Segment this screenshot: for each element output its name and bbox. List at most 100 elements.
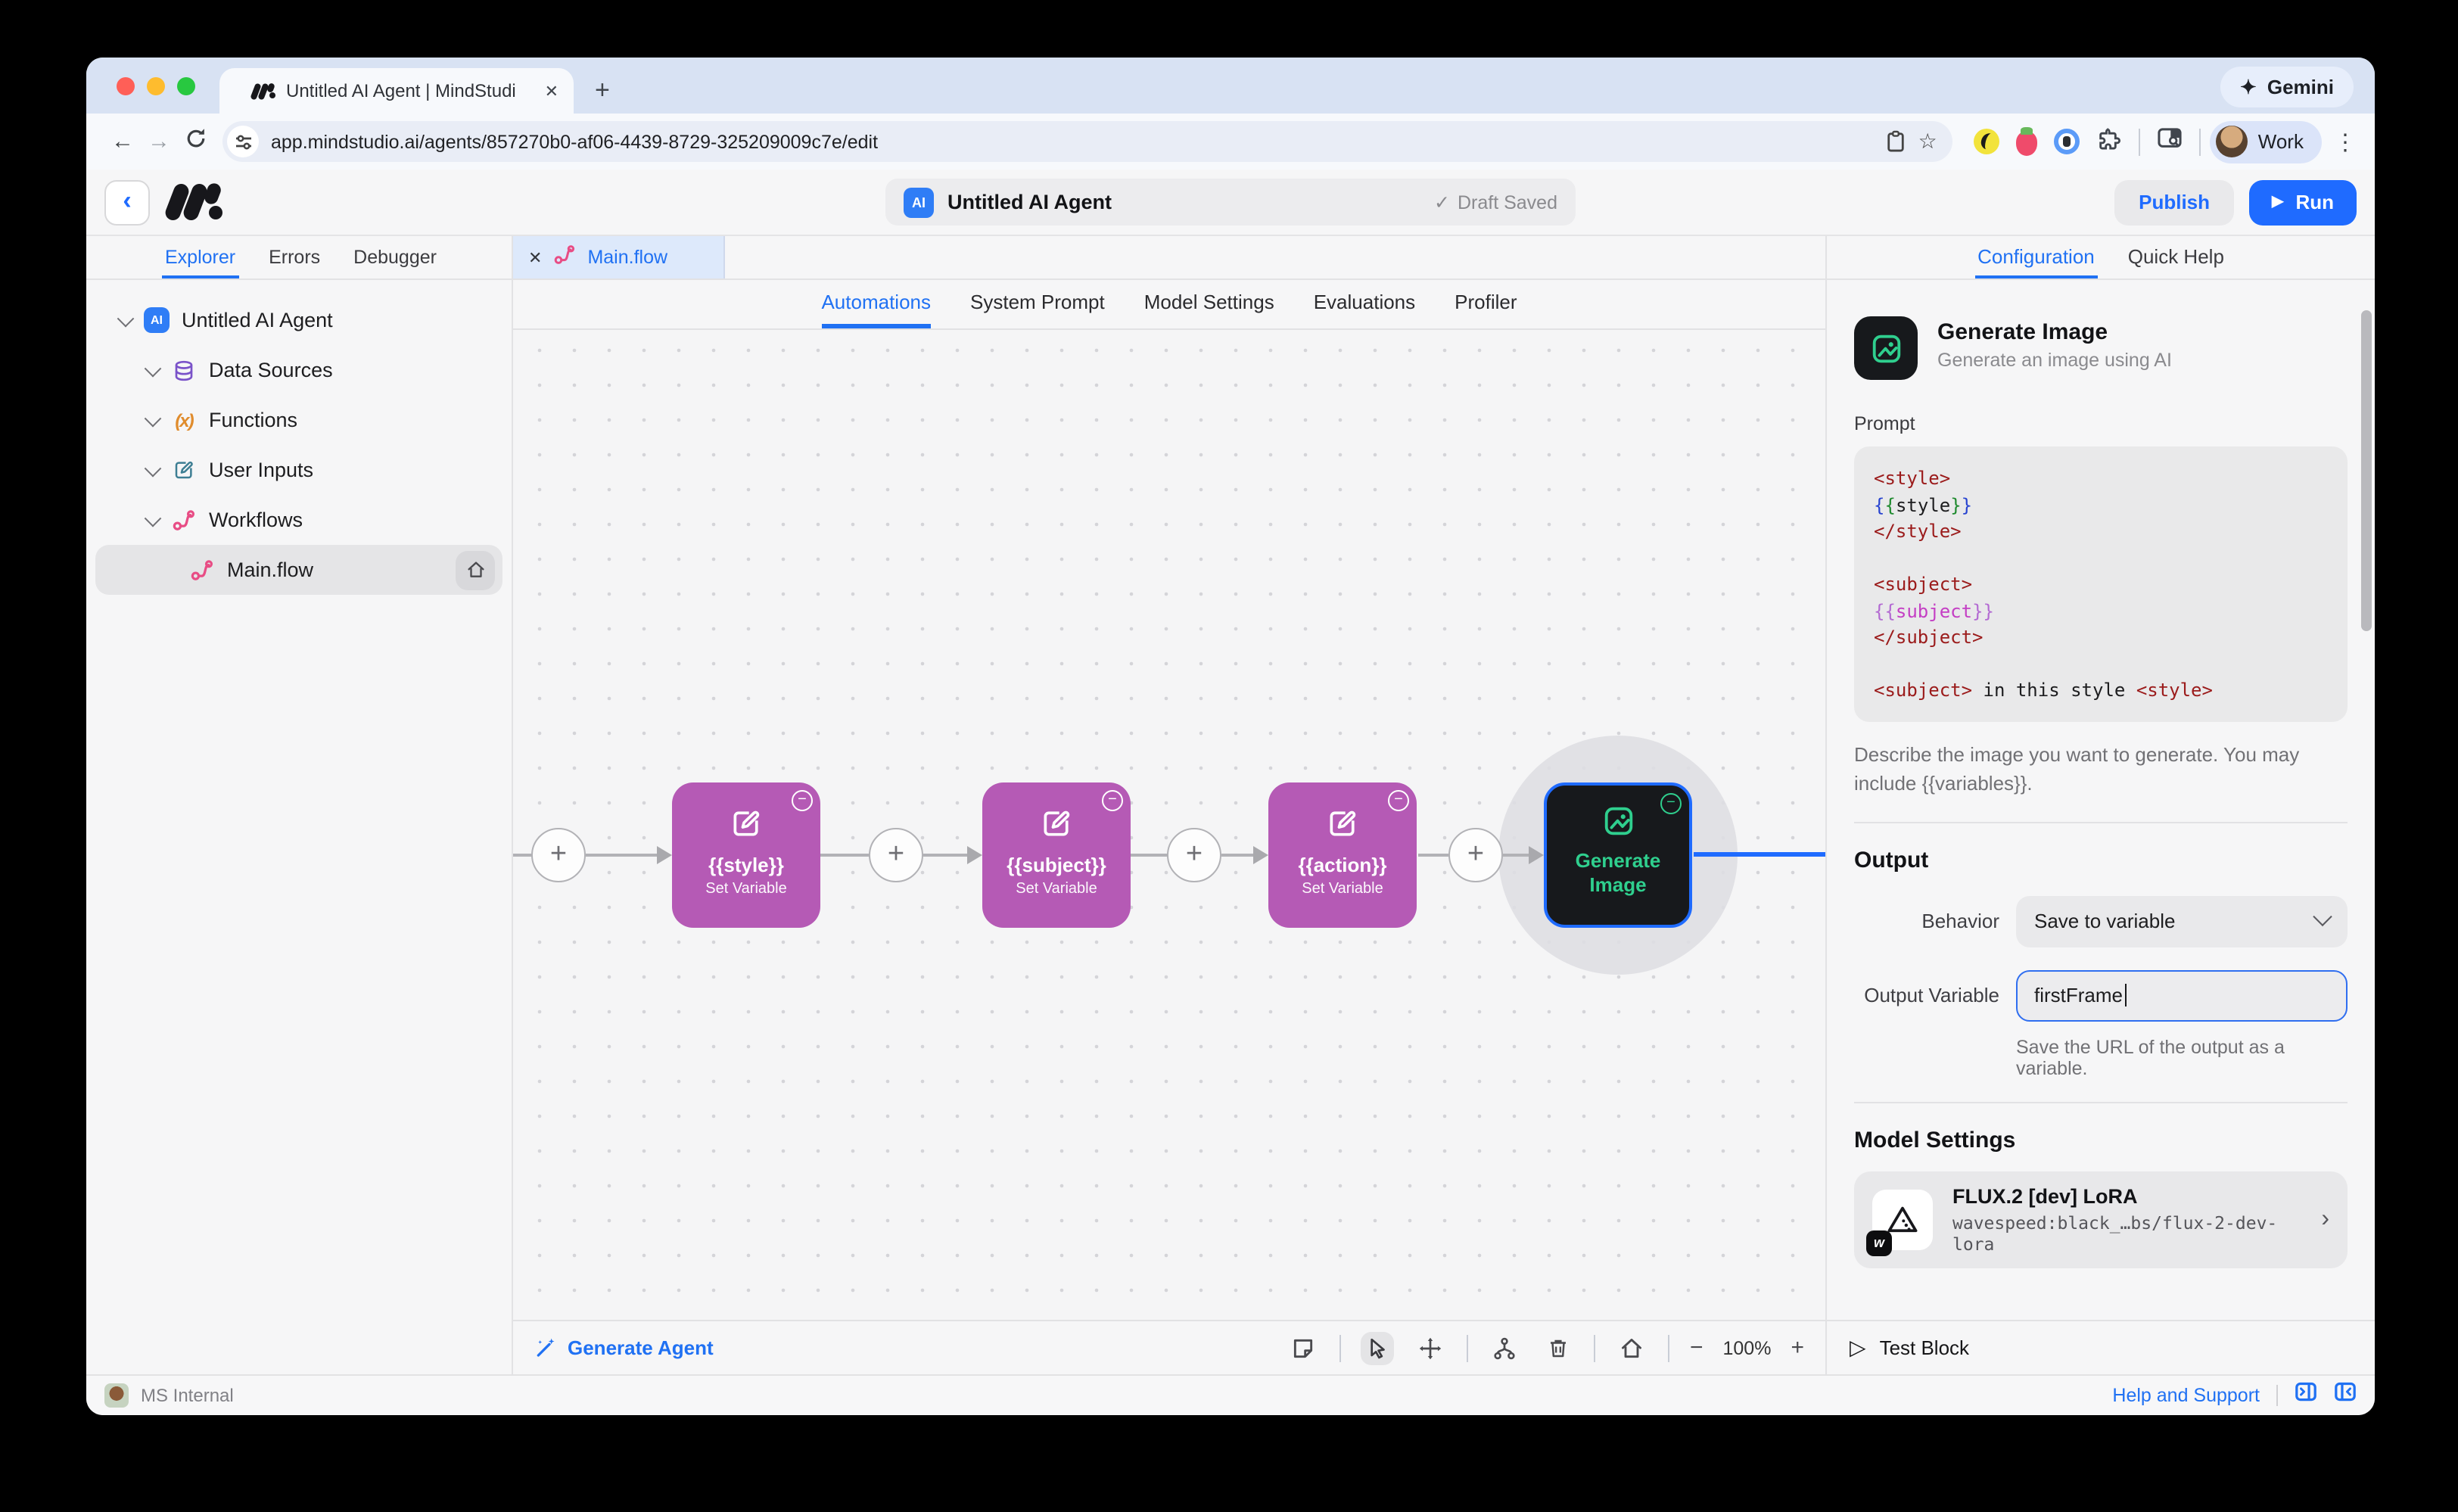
node-set-variable-style[interactable]: − {{style}} Set Variable: [672, 782, 820, 928]
code-token: }: [1950, 494, 1962, 515]
collapse-node-icon[interactable]: −: [1660, 793, 1682, 814]
url-text[interactable]: app.mindstudio.ai/agents/857270b0-af06-4…: [271, 131, 879, 152]
publish-button[interactable]: Publish: [2114, 179, 2235, 225]
chevron-left-icon: ‹: [123, 185, 132, 214]
close-flow-tab-icon[interactable]: ✕: [528, 249, 543, 267]
mindstudio-logo[interactable]: [163, 180, 226, 222]
collapse-node-icon[interactable]: −: [1388, 790, 1409, 811]
branch-tool-icon[interactable]: [1489, 1331, 1522, 1364]
clipboard-icon[interactable]: [1887, 130, 1906, 153]
browser-tab[interactable]: Untitled AI Agent | MindStudi ✕: [219, 68, 574, 114]
zoom-out-button[interactable]: −: [1689, 1335, 1703, 1361]
add-step-button[interactable]: +: [869, 828, 923, 882]
code-token: }: [1961, 494, 1973, 515]
chevron-down-icon[interactable]: [117, 309, 135, 327]
tab-close-icon[interactable]: ✕: [544, 82, 558, 101]
flow-canvas[interactable]: + + + + − {{style}} Set Variable − {{su: [513, 330, 1825, 1320]
reload-icon[interactable]: [177, 127, 213, 156]
help-and-support-link[interactable]: Help and Support: [2112, 1385, 2260, 1406]
maximize-window-button[interactable]: [177, 77, 195, 95]
run-button[interactable]: ▶ Run: [2249, 179, 2357, 225]
tree-item-label: Workflows: [209, 509, 303, 531]
tab-system-prompt[interactable]: System Prompt: [970, 291, 1105, 313]
flow-tab-main[interactable]: ✕ Main.flow: [513, 236, 725, 278]
tab-errors[interactable]: Errors: [269, 246, 321, 267]
address-bar[interactable]: app.mindstudio.ai/agents/857270b0-af06-4…: [222, 121, 1952, 162]
collapse-node-icon[interactable]: −: [1102, 790, 1123, 811]
new-tab-button[interactable]: +: [595, 76, 610, 104]
close-window-button[interactable]: [117, 77, 135, 95]
code-token: <style>: [2136, 680, 2213, 701]
agent-title-bar[interactable]: AI Untitled AI Agent ✓ Draft Saved: [885, 179, 1576, 226]
minimize-window-button[interactable]: [147, 77, 165, 95]
tab-automations[interactable]: Automations: [821, 280, 931, 328]
play-icon: ▶: [2272, 194, 2284, 210]
tree-item-data-sources[interactable]: Data Sources: [95, 345, 502, 395]
side-panel-icon[interactable]: [2157, 126, 2183, 157]
image-icon: [1604, 807, 1632, 835]
bookmark-star-icon[interactable]: ☆: [1918, 129, 1937, 153]
chevron-down-icon[interactable]: [144, 409, 162, 427]
chevron-down-icon[interactable]: [144, 459, 162, 477]
behavior-select[interactable]: Save to variable: [2016, 895, 2348, 947]
tree-item-functions[interactable]: (x) Functions: [95, 395, 502, 445]
agent-title[interactable]: Untitled AI Agent: [947, 191, 1112, 213]
toolbar-divider: [1594, 1334, 1596, 1361]
collapse-node-icon[interactable]: −: [792, 790, 813, 811]
tab-debugger[interactable]: Debugger: [353, 246, 437, 267]
extension-icons: [1973, 125, 2201, 158]
delete-tool-icon[interactable]: [1542, 1331, 1575, 1364]
zoom-level[interactable]: 100%: [1722, 1337, 1772, 1358]
toggle-left-panel-icon[interactable]: [2334, 1382, 2357, 1409]
model-card[interactable]: w FLUX.2 [dev] LoRA wavespeed:black_…bs/…: [1854, 1171, 2348, 1268]
home-flow-button[interactable]: [456, 550, 495, 590]
code-token: <subject>: [1874, 680, 1973, 701]
extension-icon-strawberry[interactable]: [2015, 126, 2037, 155]
tree-item-main-flow[interactable]: Main.flow: [95, 545, 502, 595]
output-variable-input[interactable]: firstFrame: [2016, 969, 2348, 1022]
tab-quick-help[interactable]: Quick Help: [2127, 245, 2224, 268]
prompt-editor[interactable]: <style> {{style}} </style> <subject> {{s…: [1854, 446, 2348, 722]
site-settings-icon[interactable]: [227, 126, 259, 157]
extension-icon-yellow[interactable]: [1973, 129, 1999, 154]
profile-chip[interactable]: Work: [2209, 120, 2322, 163]
panel-scrollbar[interactable]: [2361, 310, 2372, 631]
extensions-puzzle-icon[interactable]: [2096, 125, 2122, 158]
pan-tool-icon[interactable]: [1414, 1331, 1448, 1364]
home-view-icon[interactable]: [1616, 1331, 1649, 1364]
chevron-down-icon[interactable]: [144, 509, 162, 527]
chevron-down-icon[interactable]: [144, 359, 162, 377]
tab-explorer[interactable]: Explorer: [162, 238, 239, 278]
edge: [923, 854, 970, 857]
extension-icon-password-lock[interactable]: [2053, 129, 2080, 154]
magic-wand-icon: [537, 1338, 555, 1357]
edge: [1503, 854, 1532, 857]
back-button[interactable]: ‹: [104, 179, 150, 225]
tree-item-user-inputs[interactable]: User Inputs: [95, 445, 502, 495]
toggle-right-panel-icon[interactable]: [2295, 1382, 2317, 1409]
add-step-button[interactable]: +: [1448, 828, 1503, 882]
tree-item-agent[interactable]: AI Untitled AI Agent: [95, 295, 502, 345]
node-generate-image[interactable]: − Generate Image: [1544, 782, 1692, 928]
zoom-in-button[interactable]: +: [1791, 1335, 1804, 1361]
gemini-button[interactable]: ✦ Gemini: [2220, 67, 2354, 107]
sticky-note-tool-icon[interactable]: [1287, 1331, 1321, 1364]
test-block-bar[interactable]: ▷ Test Block: [1827, 1320, 2375, 1374]
add-step-button[interactable]: +: [1167, 828, 1221, 882]
code-token: {{: [1874, 600, 1896, 621]
tab-evaluations[interactable]: Evaluations: [1313, 291, 1416, 313]
tab-model-settings[interactable]: Model Settings: [1143, 291, 1274, 313]
workspace-avatar[interactable]: [104, 1383, 129, 1408]
back-icon[interactable]: ←: [111, 129, 134, 154]
forward-icon[interactable]: →: [148, 129, 170, 154]
browser-menu-icon[interactable]: ⋮: [2334, 129, 2357, 155]
tree-item-workflows[interactable]: Workflows: [95, 495, 502, 545]
workspace-name[interactable]: MS Internal: [141, 1385, 234, 1406]
generate-agent-button[interactable]: Generate Agent: [534, 1336, 714, 1359]
tab-profiler[interactable]: Profiler: [1455, 291, 1517, 313]
tab-configuration[interactable]: Configuration: [1974, 238, 2098, 278]
node-set-variable-subject[interactable]: − {{subject}} Set Variable: [982, 782, 1131, 928]
node-set-variable-action[interactable]: − {{action}} Set Variable: [1268, 782, 1417, 928]
select-tool-icon[interactable]: [1361, 1331, 1395, 1364]
add-step-button[interactable]: +: [531, 828, 586, 882]
